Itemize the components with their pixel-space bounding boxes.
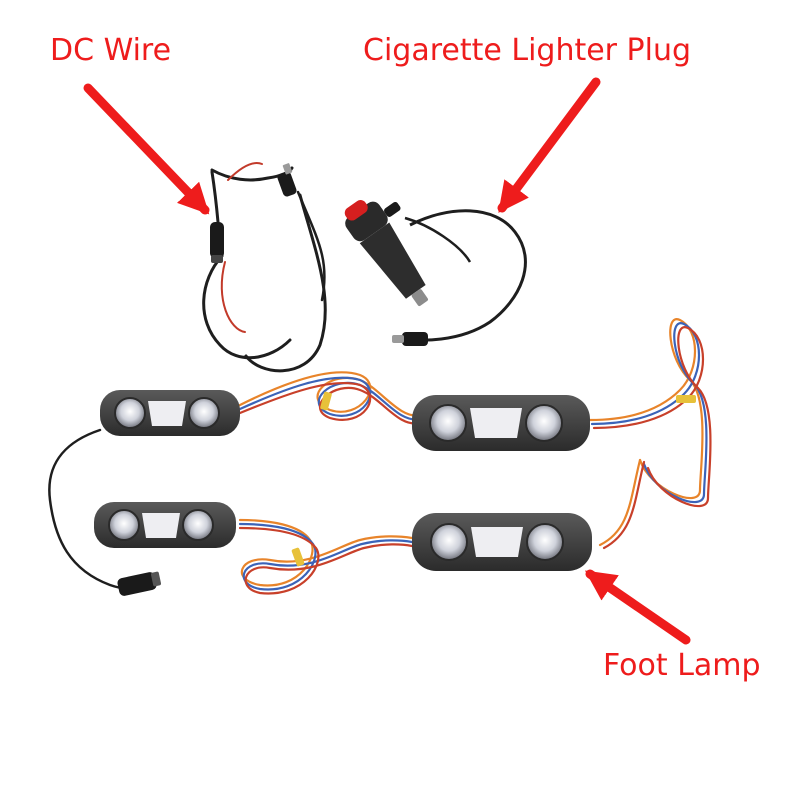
arrow-foot-lamp xyxy=(584,569,691,645)
ribbon-b xyxy=(588,318,712,550)
label-foot-lamp: Foot Lamp xyxy=(603,648,761,683)
callout-arrows xyxy=(83,77,691,645)
dc-wire-barrel-plug xyxy=(277,163,297,197)
dc-wire-splice xyxy=(210,222,224,263)
label-dc-wire: DC Wire xyxy=(50,33,172,68)
arrow-dc-wire xyxy=(83,83,210,215)
ribbon-c xyxy=(238,518,414,595)
foot-lamp-3 xyxy=(94,502,236,548)
arrow-cigarette-plug xyxy=(497,77,601,213)
foot-lamp-2 xyxy=(412,395,590,451)
cigarette-lighter-plug xyxy=(344,200,527,346)
dc-female-connector xyxy=(117,571,161,596)
label-cigarette-lighter-plug: Cigarette Lighter Plug xyxy=(363,33,692,68)
foot-lamp-4 xyxy=(412,513,592,571)
ribbon-a xyxy=(238,371,422,425)
foot-lamp-1 xyxy=(100,390,240,436)
dc-wire xyxy=(202,162,327,373)
cable-ties xyxy=(291,391,696,567)
ribbon-cables xyxy=(48,318,712,595)
